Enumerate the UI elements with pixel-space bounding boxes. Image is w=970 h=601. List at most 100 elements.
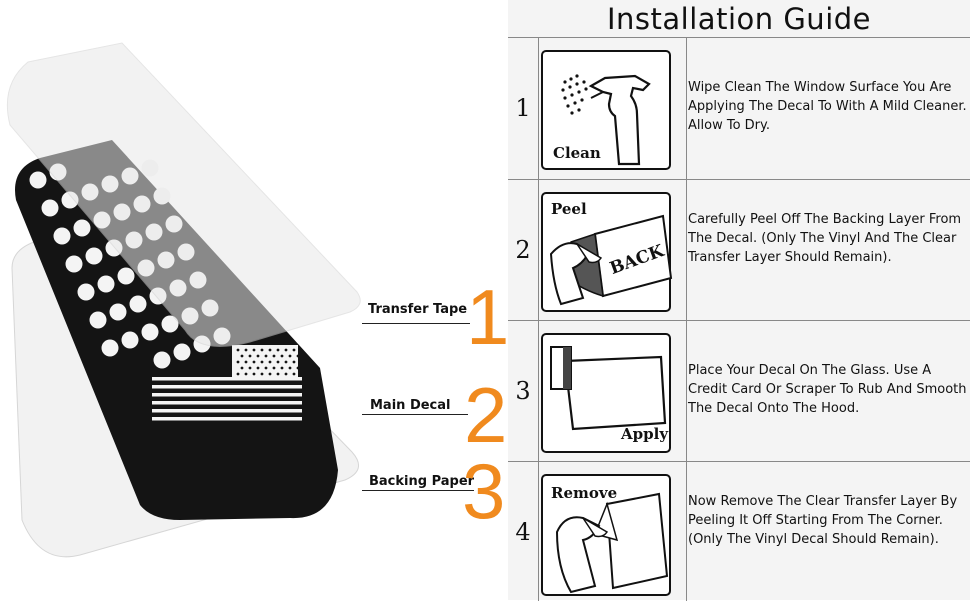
flag-stripe	[152, 401, 302, 405]
decal-dot	[161, 315, 179, 333]
decal-dot	[53, 227, 71, 245]
flag-star	[292, 360, 296, 364]
flag-star	[252, 348, 256, 352]
step-number: 3	[515, 377, 531, 405]
flag-star	[288, 354, 292, 358]
flag-star	[248, 366, 252, 370]
main-decal-layer	[15, 140, 338, 520]
leader-line-backing-paper	[362, 490, 474, 491]
decal-layers-illustration	[6, 42, 361, 558]
decal-dot	[65, 255, 83, 273]
flag-stripe	[152, 409, 302, 413]
column-divider	[686, 38, 687, 180]
flag-star	[272, 366, 276, 370]
flag-star	[276, 360, 280, 364]
decal-dot	[29, 171, 47, 189]
decal-dot	[97, 275, 115, 293]
flag-star	[236, 348, 240, 352]
flag-star	[260, 360, 264, 364]
flag-star	[248, 354, 252, 358]
decal-dot	[117, 267, 135, 285]
decal-dot	[41, 199, 59, 217]
guide-step-row: 1 Clean Wipe Clean The Window Surface Yo…	[508, 37, 970, 180]
flag-star	[244, 360, 248, 364]
flag-star	[280, 366, 284, 370]
decal-dot	[129, 295, 147, 313]
flag-stripe	[152, 377, 302, 381]
decal-dot	[73, 219, 91, 237]
flag-cutout	[152, 345, 302, 421]
icon-caption: Apply	[621, 425, 669, 443]
step-description: Wipe Clean The Window Surface You Are Ap…	[688, 80, 967, 133]
card-scraper-icon: Apply	[541, 333, 671, 453]
installation-guide: Installation Guide 1 Clean Wipe Clean Th…	[508, 0, 970, 601]
column-divider	[538, 38, 539, 180]
column-divider	[538, 321, 539, 462]
column-divider	[686, 321, 687, 462]
flag-star	[252, 360, 256, 364]
decal-dot	[89, 311, 107, 329]
spray-bottle-icon: Clean	[541, 50, 671, 170]
flag-star	[284, 348, 288, 352]
step-description: Carefully Peel Off The Backing Layer Fro…	[688, 212, 962, 265]
flag-star	[268, 348, 272, 352]
icon-caption: Peel	[551, 200, 587, 218]
flag-stripe	[152, 417, 302, 421]
icon-caption: Remove	[551, 484, 618, 502]
column-divider	[538, 462, 539, 601]
flag-star	[276, 372, 280, 376]
flag-star	[284, 372, 288, 376]
flag-canton	[232, 345, 298, 379]
decal-dot	[121, 331, 139, 349]
step-number: 1	[515, 94, 531, 122]
flag-star	[284, 360, 288, 364]
step-description: Place Your Decal On The Glass. Use A Cre…	[688, 363, 967, 416]
decal-dot	[85, 247, 103, 265]
remove-layer-icon: Remove	[541, 474, 671, 596]
flag-stripe	[152, 385, 302, 389]
flag-star	[240, 366, 244, 370]
column-divider	[538, 180, 539, 321]
flag-star	[244, 348, 248, 352]
transfer-tape-layer	[6, 42, 361, 347]
flag-star	[256, 354, 260, 358]
leader-line-main-decal	[362, 414, 468, 415]
guide-title: Installation Guide	[607, 2, 871, 36]
transfer-tape-label: Transfer Tape	[368, 302, 468, 317]
step-description: Now Remove The Clear Transfer Layer By P…	[688, 494, 958, 547]
transfer-tape-number: 1	[466, 273, 510, 361]
flag-star	[240, 354, 244, 358]
step-number: 2	[515, 236, 531, 264]
flag-star	[288, 366, 292, 370]
guide-step-row: 3 Apply Place Your Decal On The Glass. U…	[508, 320, 970, 462]
flag-star	[292, 348, 296, 352]
flag-star	[296, 366, 300, 370]
flag-star	[276, 348, 280, 352]
layer-diagram: Transfer Tape 1 Main Decal 2 Backing Pap…	[6, 42, 510, 558]
guide-step-row: 4 Remove Now Remove The Clear Transfer L…	[508, 461, 970, 601]
flag-star	[268, 360, 272, 364]
decal-dot	[153, 351, 171, 369]
step-number: 4	[515, 518, 531, 546]
flag-star	[260, 372, 264, 376]
main-decal-number: 2	[464, 371, 508, 459]
flag-star	[268, 372, 272, 376]
decal-dot	[141, 323, 159, 341]
flag-star	[260, 348, 264, 352]
column-divider	[686, 180, 687, 321]
flag-star	[256, 366, 260, 370]
guide-step-row: 2 Peel BACK Carefully Peel Off The Backi…	[508, 179, 970, 321]
column-divider	[686, 462, 687, 601]
flag-star	[236, 360, 240, 364]
icon-caption: Clean	[553, 144, 601, 162]
peel-back-icon: Peel BACK	[541, 192, 673, 312]
flag-star	[264, 366, 268, 370]
decal-dot	[101, 339, 119, 357]
flag-star	[252, 372, 256, 376]
backing-paper-number: 3	[462, 447, 506, 535]
flag-star	[296, 354, 300, 358]
flag-star	[280, 354, 284, 358]
flag-star	[272, 354, 276, 358]
flag-star	[244, 372, 248, 376]
flag-stripe	[152, 393, 302, 397]
